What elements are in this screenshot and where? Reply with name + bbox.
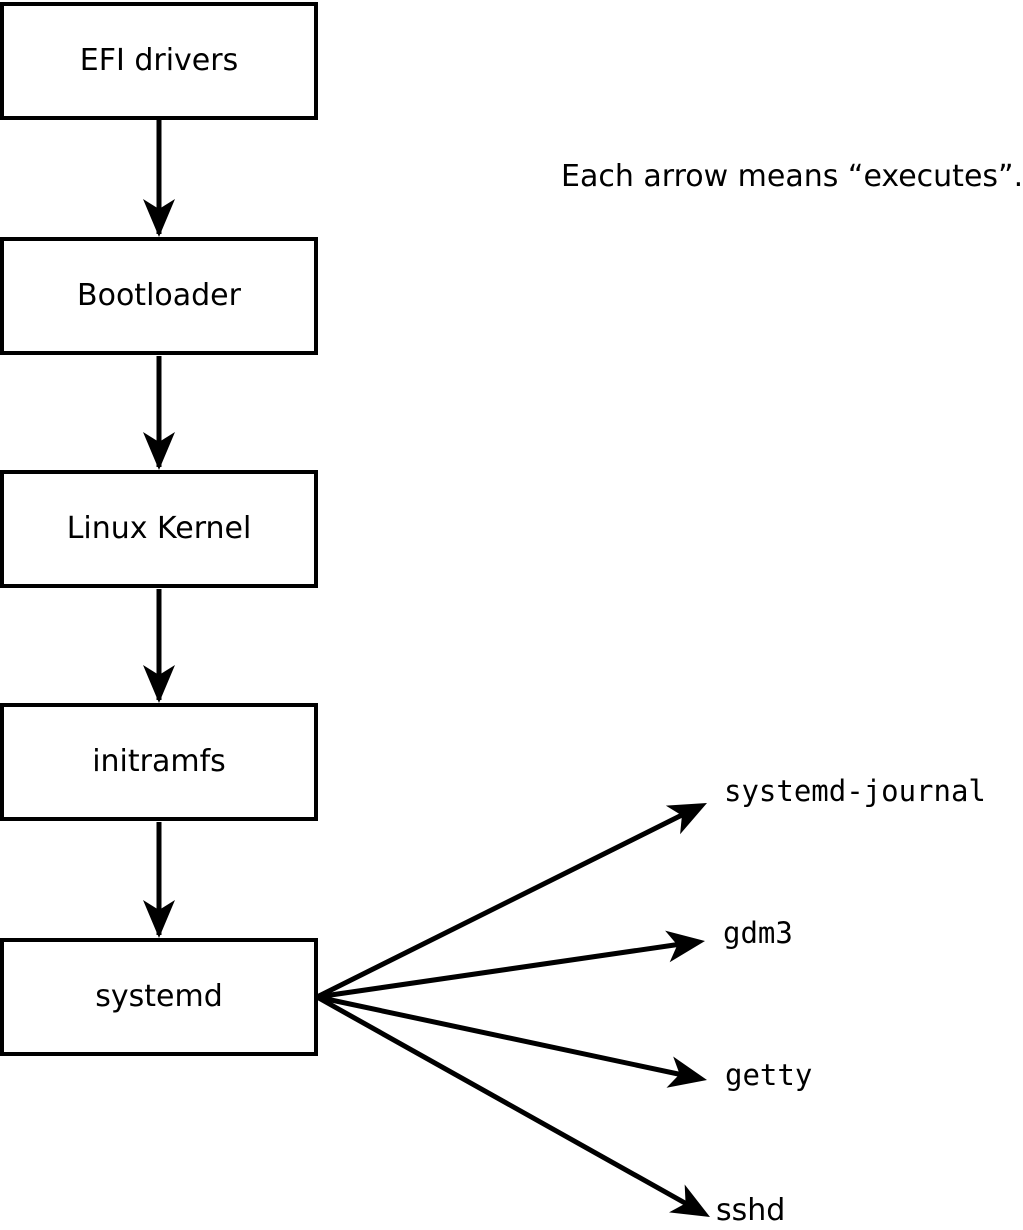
node-efi-drivers-label: EFI drivers bbox=[79, 43, 239, 78]
arrow-kernel-to-initramfs bbox=[143, 589, 175, 703]
arrow-meaning-note: Each arrow means “executes”. bbox=[561, 159, 1023, 194]
node-efi-drivers: EFI drivers bbox=[0, 2, 318, 120]
node-linux-kernel-label: Linux Kernel bbox=[66, 511, 252, 546]
node-linux-kernel: Linux Kernel bbox=[0, 470, 318, 588]
node-systemd-label: systemd bbox=[95, 979, 223, 1014]
process-label-getty: getty bbox=[725, 1058, 813, 1092]
arrow-bootloader-to-kernel bbox=[143, 356, 175, 470]
node-systemd: systemd bbox=[0, 938, 318, 1056]
node-initramfs-label: initramfs bbox=[92, 744, 226, 779]
node-bootloader: Bootloader bbox=[0, 237, 318, 355]
process-label-sshd: sshd bbox=[716, 1193, 786, 1228]
process-label-systemd-journal: systemd-journal bbox=[724, 774, 986, 808]
process-label-gdm3: gdm3 bbox=[723, 916, 793, 950]
arrow-systemd-to-getty bbox=[316, 994, 707, 1088]
arrow-systemd-to-journal bbox=[315, 803, 707, 1000]
node-bootloader-label: Bootloader bbox=[77, 278, 241, 313]
arrow-initramfs-to-systemd bbox=[143, 822, 175, 938]
arrow-systemd-to-sshd bbox=[315, 994, 710, 1217]
arrow-systemd-to-gdm3 bbox=[316, 930, 705, 1000]
node-initramfs: initramfs bbox=[0, 703, 318, 821]
arrow-efi-to-bootloader bbox=[143, 120, 175, 237]
